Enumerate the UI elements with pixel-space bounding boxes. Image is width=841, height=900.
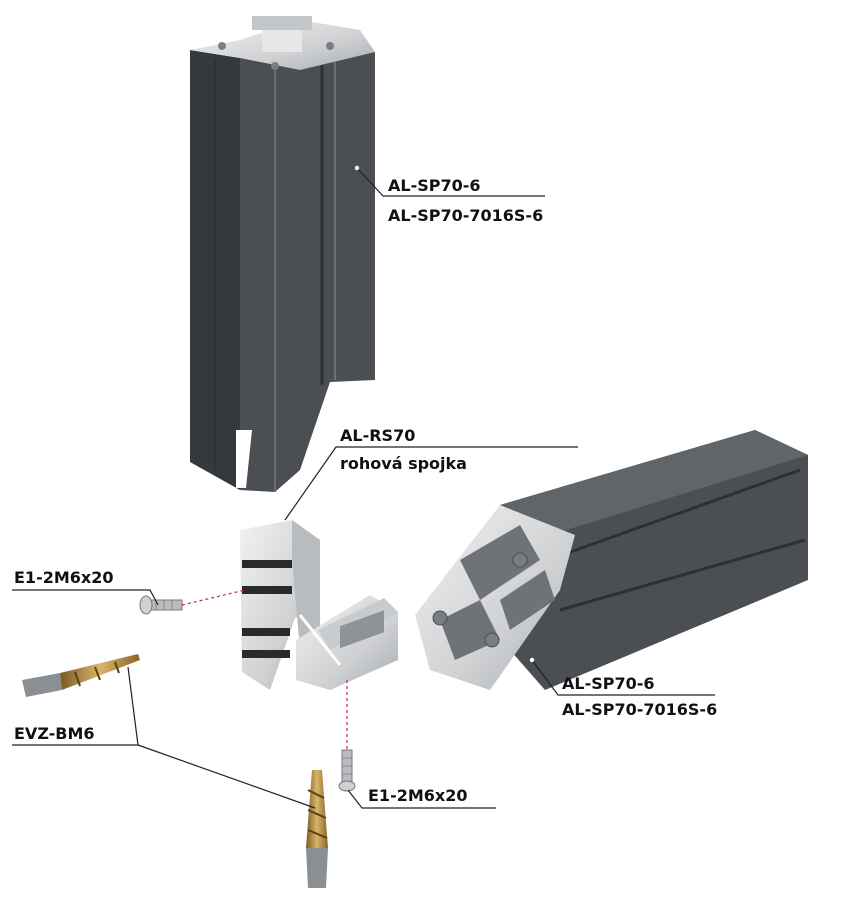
label-top-profile-code: AL-SP70-6 — [388, 176, 481, 195]
label-screw-left: E1-2M6x20 — [14, 568, 114, 587]
label-screw-bottom: E1-2M6x20 — [368, 786, 468, 805]
label-connector-code: AL-RS70 — [340, 426, 416, 445]
assembly-axis-lines — [181, 589, 348, 750]
drill-bit-vertical — [306, 770, 328, 888]
label-top-profile-variant: AL-SP70-7016S-6 — [388, 206, 544, 225]
horizontal-profile — [415, 430, 808, 690]
label-right-profile-variant: AL-SP70-7016S-6 — [562, 700, 718, 719]
corner-connector — [240, 520, 398, 690]
screw-left — [139, 595, 183, 615]
vertical-profile — [190, 16, 375, 492]
screw-bottom — [338, 749, 356, 792]
label-connector-name: rohová spojka — [340, 454, 467, 473]
drill-bit-horizontal — [22, 654, 140, 697]
leader-lines — [12, 165, 715, 809]
label-right-profile-code: AL-SP70-6 — [562, 674, 655, 693]
label-drill-bit: EVZ-BM6 — [14, 724, 95, 743]
